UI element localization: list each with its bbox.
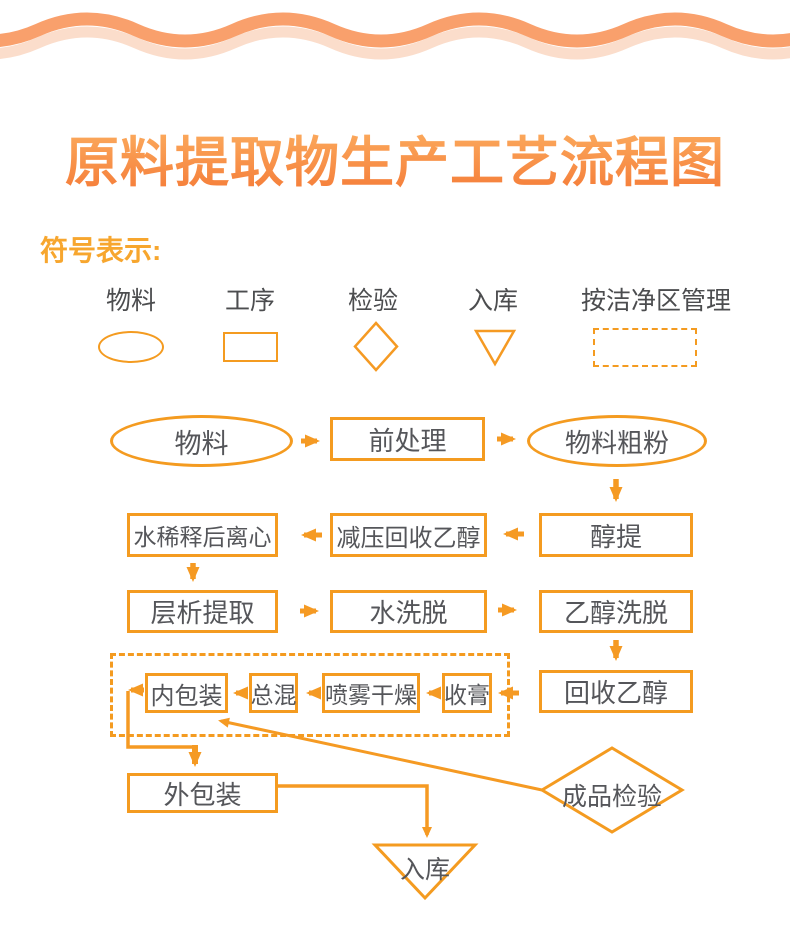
node-wuliaocufen: 物料粗粉	[527, 415, 707, 467]
legend-label-storage: 入库	[467, 287, 518, 315]
node-label-ruku: 入库	[399, 856, 450, 884]
legend-dashed-rect-shape	[593, 328, 697, 367]
node-shape-ruku-triangle	[371, 843, 479, 901]
wave-ribbon	[0, 12, 790, 60]
node-shougao: 收膏	[442, 673, 492, 713]
legend-label-inspection: 检验	[347, 287, 398, 315]
node-cengxi: 层析提取	[127, 590, 278, 633]
page-title: 原料提取物生产工艺流程图	[0, 118, 790, 197]
node-shape-chengpin-diamond	[539, 746, 685, 834]
node-zonghun: 总混	[249, 673, 298, 713]
legend-label-clean-area: 按洁净区管理	[580, 287, 731, 315]
node-qianchuli: 前处理	[330, 417, 485, 461]
connector-neibaozhuang-to-waibaozhuang	[126, 691, 193, 749]
node-yichunxituo: 乙醇洗脱	[539, 590, 693, 633]
legend-triangle-shape	[473, 329, 517, 367]
node-neibaozhuang: 内包装	[145, 673, 228, 713]
legend-heading: 符号表示:	[40, 235, 162, 266]
node-shuixituo: 水洗脱	[330, 590, 487, 633]
node-waibaozhuang: 外包装	[127, 773, 278, 813]
legend-label-material: 物料	[105, 287, 156, 315]
legend-label-process: 工序	[224, 287, 275, 315]
legend-ellipse-shape	[98, 331, 164, 363]
connector-waibaozhuang-to-ruku	[278, 784, 432, 838]
legend-diamond-shape	[353, 321, 399, 372]
node-label-chengpin: 成品检验	[561, 783, 662, 811]
legend-rect-shape	[223, 332, 278, 362]
node-shuixishi: 水稀释后离心	[127, 513, 278, 557]
node-penwu: 喷雾干燥	[322, 673, 420, 713]
node-jianya: 减压回收乙醇	[330, 513, 487, 557]
node-wuliao: 物料	[110, 415, 293, 467]
node-chunti: 醇提	[539, 513, 693, 557]
node-huishou: 回收乙醇	[539, 670, 693, 713]
connector-chengpin-to-neibaozhuang	[218, 717, 543, 792]
